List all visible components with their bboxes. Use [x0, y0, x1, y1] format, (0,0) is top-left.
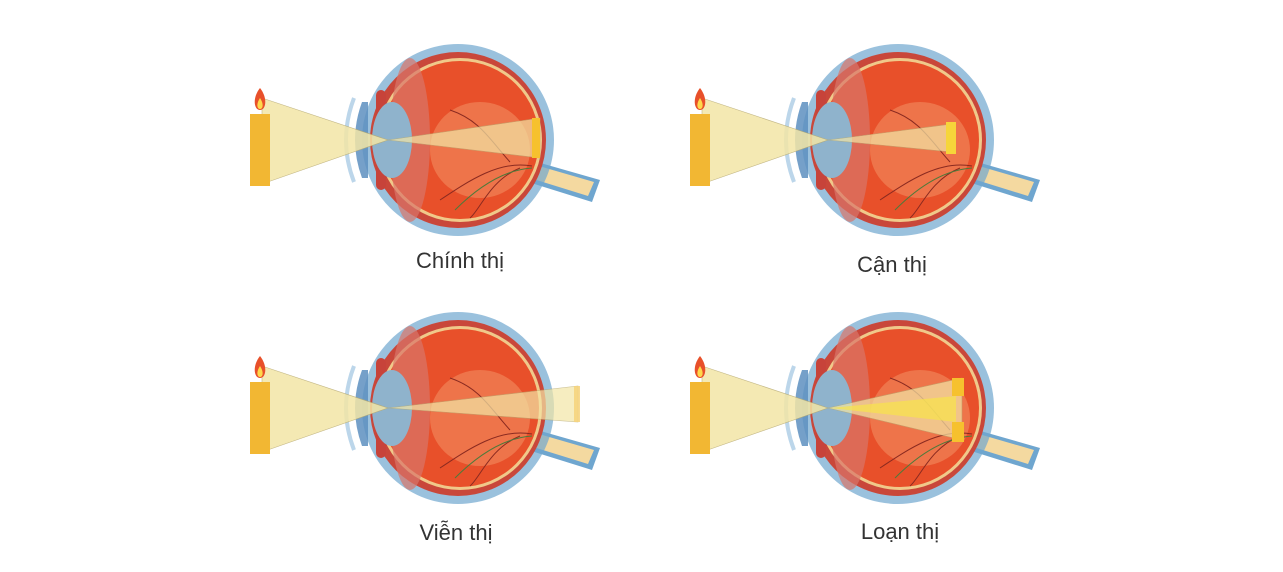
caption-myopia: Cận thị — [857, 252, 927, 277]
caption-emmetropia: Chính thị — [415, 248, 505, 273]
multiple-focus-images — [830, 378, 964, 442]
caption-hyperopia: Viễn thị — [419, 520, 493, 545]
eye-diagram-astigmatism — [680, 308, 1060, 568]
eye-illustration — [250, 312, 600, 504]
eye-illustration — [690, 312, 1040, 504]
eye-diagram-myopia — [680, 40, 1060, 300]
projected-image — [574, 386, 580, 422]
candle — [690, 114, 710, 186]
eye-illustration — [690, 44, 1040, 236]
candle — [250, 114, 270, 186]
eye-illustration — [250, 44, 600, 236]
retinal-image — [532, 118, 540, 158]
candle — [250, 382, 270, 454]
caption-astigmatism: Loạn thị — [860, 519, 940, 544]
eye-diagram-hyperopia — [240, 308, 620, 568]
eye-diagram-emmetropia — [240, 40, 620, 300]
candle — [690, 382, 710, 454]
retinal-image — [946, 122, 956, 154]
